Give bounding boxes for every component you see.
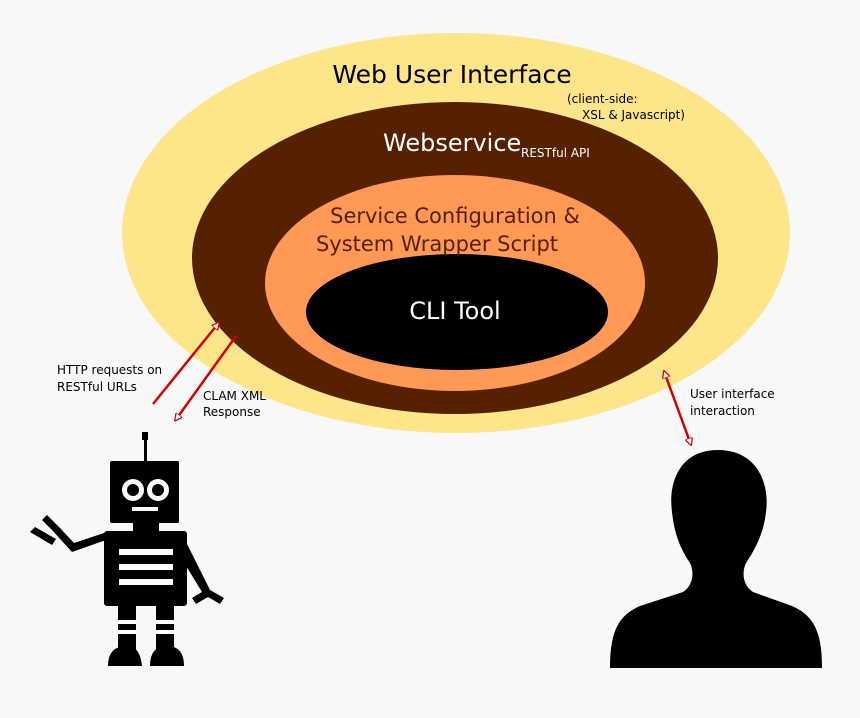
clam-label-line1: CLAM XML [203, 389, 266, 403]
web-ui-note-line1: (client-side: [567, 92, 638, 106]
service-line1: Service Configuration & [330, 204, 580, 228]
clam-response-arrow [177, 335, 238, 418]
webservice-title: Webservice [383, 129, 521, 157]
cli-layer [306, 254, 608, 370]
user-silhouette-icon [610, 450, 822, 668]
clam-label-line2: Response [203, 405, 261, 419]
user-label-line1: User interface [690, 387, 775, 401]
web-ui-title: Web User Interface [332, 60, 571, 89]
service-line2: System Wrapper Script [316, 232, 558, 256]
web-ui-note-line2: XSL & Javascript) [582, 108, 685, 122]
http-request-arrow [152, 325, 217, 405]
robot-icon [30, 432, 224, 666]
user-interaction-arrow [665, 374, 690, 442]
http-label-line2: RESTful URLs [57, 380, 137, 394]
http-label-line1: HTTP requests on [57, 363, 162, 377]
cli-title: CLI Tool [409, 297, 500, 325]
webservice-subtitle: RESTful API [521, 146, 590, 160]
user-label-line2: interaction [690, 404, 755, 418]
